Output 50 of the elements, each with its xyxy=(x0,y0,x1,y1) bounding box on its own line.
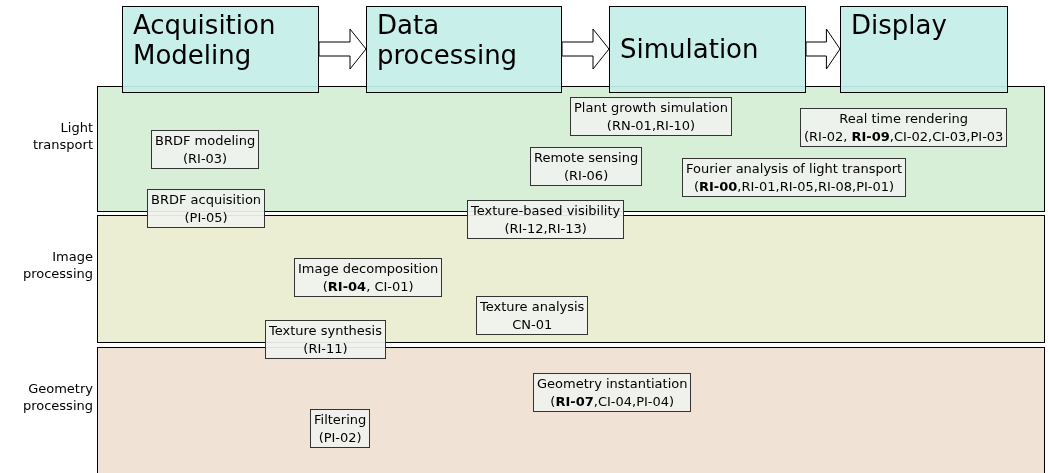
reference-codes: (RI-03) xyxy=(181,149,229,168)
topic-box xyxy=(570,97,733,137)
topic-title: Image decomposition xyxy=(298,260,439,278)
block-arrow xyxy=(805,28,841,70)
stage-title: Display xyxy=(851,11,948,41)
process-box xyxy=(366,6,562,93)
topic-box xyxy=(467,200,625,240)
topic-title: Remote sensing xyxy=(534,149,639,167)
topic-title: Fourier analysis of light transport xyxy=(686,160,903,178)
topic-box xyxy=(310,409,371,449)
topic-title: Real time rendering xyxy=(838,110,969,128)
reference-codes: (RN-01,RI-10) xyxy=(605,116,697,135)
process-box xyxy=(609,6,806,93)
block-arrow xyxy=(561,28,610,70)
topic-box xyxy=(151,130,260,170)
reference-codes: (RI-07,CI-04,PI-04) xyxy=(549,392,676,411)
topic-title: Plant growth simulation xyxy=(574,99,729,117)
lane-heading: Light transport xyxy=(31,120,93,154)
reference-codes: (PI-05) xyxy=(183,208,229,227)
topic-title: BRDF acquisition xyxy=(151,191,262,209)
topic-title: Texture analysis xyxy=(480,298,585,316)
topic-title: Texture-based visibility xyxy=(471,202,621,220)
topic-box xyxy=(294,258,443,298)
stage-title: Data processing xyxy=(377,11,519,71)
lane-heading: Geometry processing xyxy=(21,381,93,415)
reference-codes: (RI-12,RI-13) xyxy=(503,219,588,238)
topic-box xyxy=(533,373,692,413)
topic-box xyxy=(682,158,907,198)
process-box xyxy=(122,6,319,93)
topic-box xyxy=(265,320,386,360)
reference-codes: (RI-02, RI-09,CI-02,CI-03,PI-03 xyxy=(804,127,1004,146)
topic-title: Filtering xyxy=(314,411,367,429)
stage-title: Acquisition Modeling xyxy=(133,11,277,71)
process-box xyxy=(840,6,1008,93)
reference-codes: (PI-02) xyxy=(317,428,363,447)
reference-codes: (RI-06) xyxy=(562,166,610,185)
topic-title: Texture synthesis xyxy=(269,322,382,340)
topic-title: Geometry instantiation xyxy=(537,375,688,393)
stage-title: Simulation xyxy=(620,34,760,65)
block-arrow xyxy=(318,28,367,70)
reference-codes: CN-01 xyxy=(511,315,554,334)
reference-codes: (RI-04, CI-01) xyxy=(321,277,415,296)
topic-box xyxy=(147,189,266,229)
topic-box xyxy=(530,147,643,187)
reference-codes: (RI-11) xyxy=(302,339,349,358)
topic-box xyxy=(800,108,1008,148)
topic-title: BRDF modeling xyxy=(155,132,256,150)
reference-codes: (RI-00,RI-01,RI-05,RI-08,PI-01) xyxy=(692,177,896,196)
lane-heading: Image processing xyxy=(21,249,93,283)
topic-box xyxy=(476,296,589,336)
